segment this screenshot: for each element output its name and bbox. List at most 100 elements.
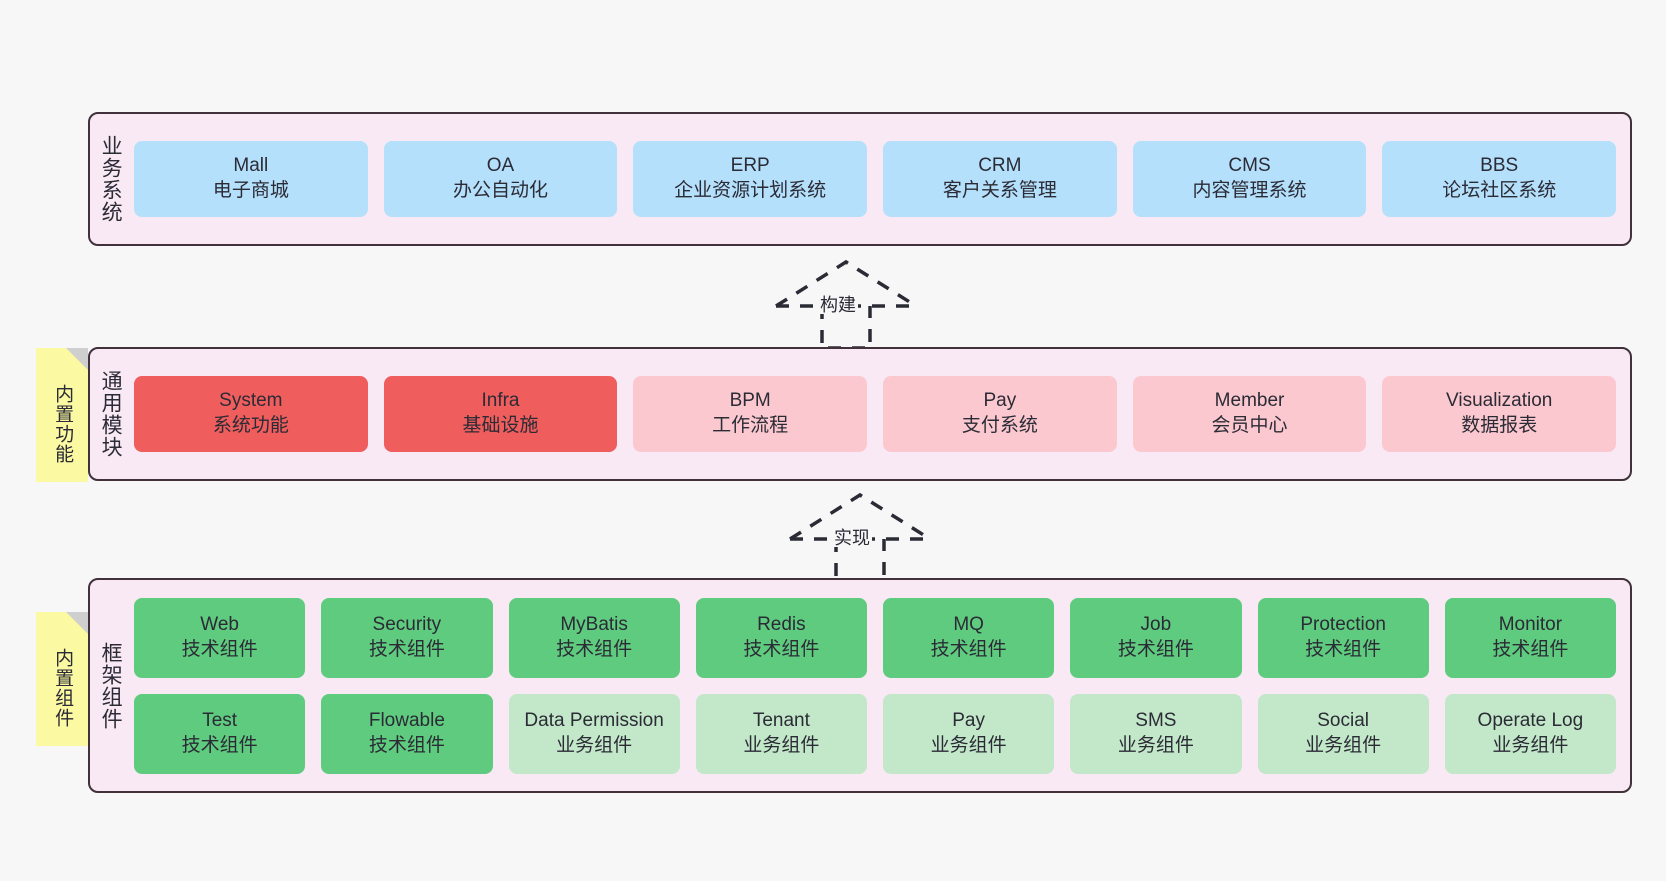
- box-title: MyBatis: [560, 613, 628, 635]
- business-box-oa[interactable]: OA 办公自动化: [383, 141, 618, 217]
- business-box-mall[interactable]: Mall 电子商城: [134, 141, 368, 217]
- box-title: Redis: [757, 613, 806, 635]
- framework-box-test[interactable]: Test 技术组件: [134, 693, 306, 774]
- framework-box-pay[interactable]: Pay 业务组件: [883, 693, 1055, 774]
- box-subtitle: 客户关系管理: [942, 180, 1057, 201]
- box-subtitle: 技术组件: [181, 638, 258, 660]
- box-subtitle: 技术组件: [556, 638, 633, 660]
- box-title: CRM: [978, 155, 1022, 177]
- module-box-pay[interactable]: Pay 支付系统: [883, 376, 1117, 452]
- framework-box-mybatis[interactable]: MyBatis 技术组件: [508, 597, 680, 678]
- module-box-member[interactable]: Member 会员中心: [1132, 376, 1367, 452]
- framework-box-job[interactable]: Job 技术组件: [1070, 597, 1242, 678]
- box-subtitle: 技术组件: [368, 734, 445, 756]
- framework-box-security[interactable]: Security 技术组件: [321, 597, 493, 678]
- box-title: ERP: [730, 155, 770, 177]
- layer-framework-components: 框架组件 Web 技术组件 Security 技术组件 MyBatis 技术组件…: [88, 578, 1632, 793]
- framework-box-web[interactable]: Web 技术组件: [134, 597, 306, 678]
- business-box-crm[interactable]: CRM 客户关系管理: [883, 141, 1117, 217]
- note-builtin-component: 内置组件: [36, 612, 88, 746]
- box-subtitle: 支付系统: [961, 415, 1038, 436]
- framework-box-protection[interactable]: Protection 技术组件: [1257, 597, 1429, 678]
- box-subtitle: 论坛社区系统: [1442, 180, 1557, 201]
- box-subtitle: 企业资源计划系统: [674, 180, 827, 201]
- framework-row-tech: Web 技术组件 Security 技术组件 MyBatis 技术组件 Redi…: [134, 597, 1616, 678]
- box-title: BPM: [729, 390, 771, 412]
- box-subtitle: 业务组件: [1117, 734, 1194, 756]
- box-title: Job: [1140, 613, 1172, 635]
- box-subtitle: 技术组件: [1492, 638, 1569, 660]
- framework-box-sms[interactable]: SMS 业务组件: [1070, 693, 1242, 774]
- box-title: Protection: [1300, 613, 1386, 635]
- box-title: System: [219, 390, 283, 412]
- connector-build: 构建: [756, 256, 936, 350]
- note-builtin-function: 内置功能: [36, 348, 88, 482]
- box-title: CMS: [1228, 155, 1271, 177]
- box-title: Data Permission: [524, 709, 664, 731]
- box-subtitle: 技术组件: [1117, 638, 1194, 660]
- note-text: 内置功能: [52, 384, 74, 464]
- framework-box-flowable[interactable]: Flowable 技术组件: [321, 693, 493, 774]
- box-title: Operate Log: [1477, 709, 1584, 731]
- box-subtitle: 业务组件: [556, 734, 633, 756]
- box-title: Web: [200, 613, 239, 635]
- framework-box-monitor[interactable]: Monitor 技术组件: [1444, 597, 1616, 678]
- box-subtitle: 数据报表: [1461, 415, 1538, 436]
- box-title: BBS: [1480, 155, 1519, 177]
- module-box-bpm[interactable]: BPM 工作流程: [633, 376, 868, 452]
- module-box-infra[interactable]: Infra 基础设施: [383, 376, 618, 452]
- box-subtitle: 工作流程: [712, 415, 789, 436]
- framework-box-operate-log[interactable]: Operate Log 业务组件: [1444, 693, 1616, 774]
- box-subtitle: 技术组件: [368, 638, 445, 660]
- box-subtitle: 技术组件: [1305, 638, 1382, 660]
- note-text: 内置组件: [52, 648, 74, 728]
- framework-box-social[interactable]: Social 业务组件: [1257, 693, 1429, 774]
- box-subtitle: 办公自动化: [453, 180, 549, 201]
- box-subtitle: 业务组件: [1492, 734, 1569, 756]
- box-title: Pay: [983, 390, 1017, 412]
- note-fold-corner-icon: [66, 348, 88, 370]
- generalization-arrow-icon: [789, 492, 931, 583]
- box-title: SMS: [1135, 709, 1177, 731]
- box-title: Monitor: [1498, 613, 1563, 635]
- box-title: Infra: [481, 390, 520, 412]
- layer-title-framework: 框架组件: [99, 641, 123, 730]
- box-title: Visualization: [1446, 390, 1553, 412]
- business-row: Mall 电子商城 OA 办公自动化 ERP 企业资源计划系统 CRM 客户关系…: [134, 141, 1617, 217]
- module-box-visualization[interactable]: Visualization 数据报表: [1382, 376, 1617, 452]
- framework-row-business: Test 技术组件 Flowable 技术组件 Data Permission …: [134, 693, 1616, 774]
- box-title: Test: [202, 709, 238, 731]
- business-box-erp[interactable]: ERP 企业资源计划系统: [633, 141, 868, 217]
- layer-title-modules: 通用模块: [99, 370, 123, 458]
- box-subtitle: 业务组件: [1305, 734, 1382, 756]
- connector-build-label: 构建: [818, 295, 858, 315]
- box-title: Social: [1317, 709, 1369, 731]
- layer-business-systems: 业务系统 Mall 电子商城 OA 办公自动化 ERP 企业资源计划系统 CRM…: [88, 112, 1632, 246]
- layer-title-business: 业务系统: [99, 135, 123, 223]
- box-title: Mall: [233, 155, 269, 177]
- box-subtitle: 技术组件: [930, 638, 1007, 660]
- framework-box-redis[interactable]: Redis 技术组件: [695, 597, 867, 678]
- box-subtitle: 电子商城: [212, 180, 289, 201]
- business-box-cms[interactable]: CMS 内容管理系统: [1132, 141, 1367, 217]
- box-subtitle: 内容管理系统: [1192, 180, 1307, 201]
- layer-common-modules: 通用模块 System 系统功能 Infra 基础设施 BPM 工作流程 Pay…: [88, 347, 1632, 481]
- box-subtitle: 技术组件: [181, 734, 258, 756]
- framework-box-tenant[interactable]: Tenant 业务组件: [695, 693, 867, 774]
- business-box-bbs[interactable]: BBS 论坛社区系统: [1382, 141, 1617, 217]
- generalization-arrow-icon: [775, 259, 917, 350]
- layer-body-business: Mall 电子商城 OA 办公自动化 ERP 企业资源计划系统 CRM 客户关系…: [130, 114, 1630, 244]
- box-title: Member: [1214, 390, 1285, 412]
- framework-box-mq[interactable]: MQ 技术组件: [883, 597, 1055, 678]
- layer-body-framework: Web 技术组件 Security 技术组件 MyBatis 技术组件 Redi…: [130, 580, 1630, 791]
- box-subtitle: 会员中心: [1211, 415, 1288, 436]
- box-subtitle: 技术组件: [743, 638, 820, 660]
- connector-implement: 实现: [770, 489, 950, 583]
- layer-body-modules: System 系统功能 Infra 基础设施 BPM 工作流程 Pay 支付系统…: [130, 349, 1630, 479]
- box-subtitle: 系统功能: [212, 415, 289, 436]
- framework-box-data-permission[interactable]: Data Permission 业务组件: [508, 693, 680, 774]
- box-subtitle: 业务组件: [930, 734, 1007, 756]
- module-box-system[interactable]: System 系统功能: [134, 376, 368, 452]
- box-title: Tenant: [752, 709, 810, 731]
